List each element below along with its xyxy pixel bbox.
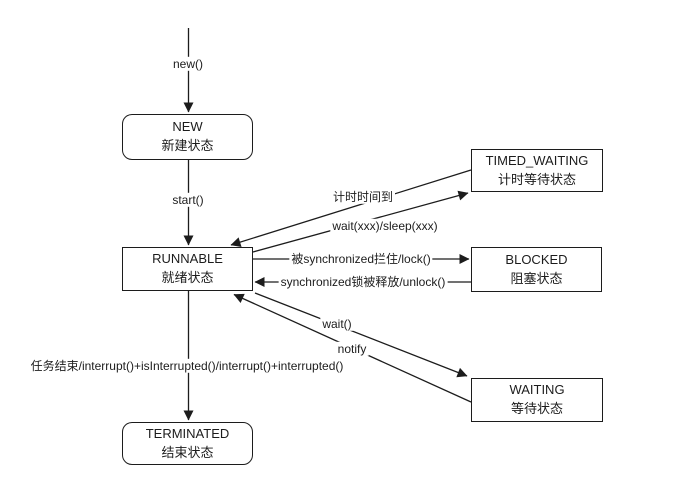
state-name-en: NEW [172,119,203,135]
state-node-waiting: WAITING 等待状态 [471,378,603,422]
transition-label-lock: 被synchronized拦住/lock() [289,251,433,267]
transition-label-new: new() [170,56,206,72]
state-name-zh: 结束状态 [161,444,214,460]
transition-label-notify: notify [335,341,369,357]
state-name-en: RUNNABLE [152,251,223,267]
transition-label-wait-sleep: wait(xxx)/sleep(xxx) [330,218,440,234]
state-name-zh: 等待状态 [510,401,563,416]
state-name-zh: 新建状态 [161,138,214,153]
state-name-zh: 阻塞状态 [510,270,563,286]
state-name-en: TERMINATED [145,425,230,441]
transition-label-terminate: 任务结束/interrupt()+isInterrupted()/interru… [28,358,346,374]
state-name-zh: 计时等待状态 [497,171,576,187]
state-node-timed-waiting: TIMED_WAITING 计时等待状态 [471,149,603,192]
transition-label-unlock: synchronized锁被释放/unlock() [278,274,448,290]
state-node-terminated: TERMINATED 结束状态 [122,422,253,465]
state-name-en: WAITING [509,382,565,398]
transition-label-wait: wait() [320,316,354,332]
transition-label-timeout: 计时时间到 [330,189,396,205]
edge-timeout-to-runnable [230,169,472,247]
state-name-zh: 就绪状态 [161,270,214,285]
state-node-runnable: RUNNABLE 就绪状态 [122,247,253,291]
edge-wait-to-waiting [254,292,468,378]
state-name-en: TIMED_WAITING [485,152,589,168]
state-name-en: BLOCKED [505,251,568,267]
state-node-new: NEW 新建状态 [122,114,253,160]
transition-label-start: start() [170,192,206,208]
state-node-blocked: BLOCKED 阻塞状态 [471,247,602,292]
